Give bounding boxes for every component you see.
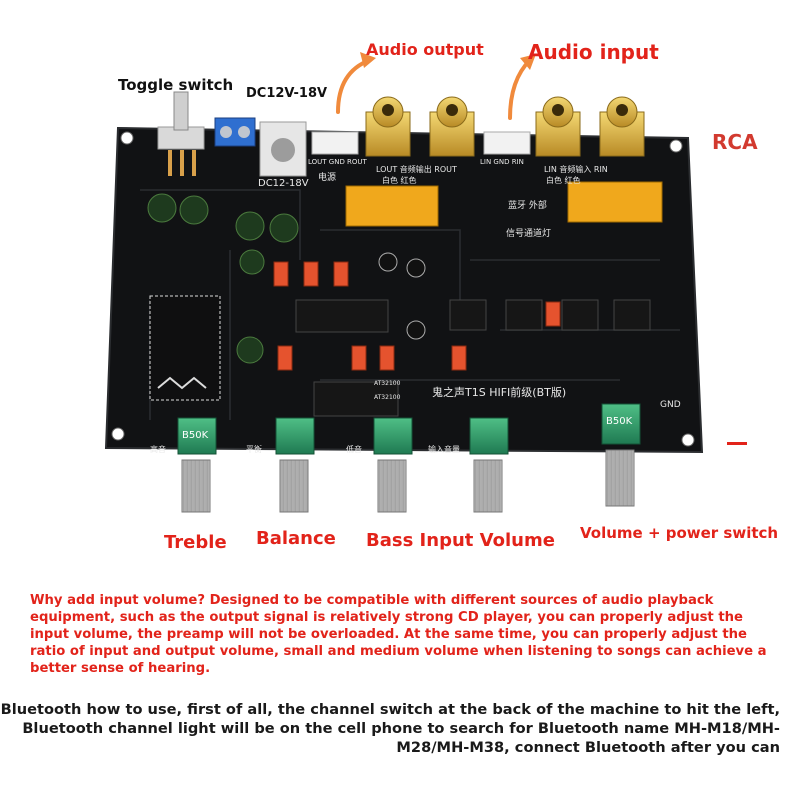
bass-input-volume-label: Bass Input Volume: [366, 530, 555, 551]
pot-silk-treble: 高音: [150, 445, 166, 454]
red-dash-marker: [727, 442, 747, 445]
white-red-left: 白色 红色: [382, 176, 417, 185]
audio-arrows: [336, 58, 532, 120]
in-jack-silk: LIN GND RIN: [480, 158, 524, 166]
pot-label-left: B50K: [182, 430, 209, 441]
relay-right: [567, 181, 663, 223]
audio-input-label: Audio input: [528, 40, 659, 64]
potentiometers: [177, 403, 641, 513]
board-title-silk: 鬼之声T1S HIFI前级(BT版): [432, 386, 567, 399]
power-silk-text: 电源: [318, 173, 337, 183]
pot-silk-input-volume: 输入音量: [428, 445, 460, 454]
balance-label: Balance: [256, 528, 336, 549]
volume-power-switch-label: Volume + power switch: [580, 524, 779, 542]
input-jack-connector: [483, 131, 531, 155]
input-volume-explanation: Why add input volume? Designed to be com…: [30, 593, 767, 676]
toggle-switch: [157, 91, 205, 176]
white-red-right: 白色 红色: [546, 176, 581, 185]
capacitors: [147, 193, 426, 364]
lout-silk-text: LOUT 音频输出 ROUT: [376, 165, 457, 174]
terminal-block: [214, 117, 256, 147]
bt-ext-silk: 蓝牙 外部: [508, 201, 547, 211]
signal-light-silk: 信号通道灯: [506, 229, 552, 239]
treble-label: Treble: [164, 532, 227, 553]
dc-jack: [259, 121, 307, 177]
pot-silk-bass: 低音: [346, 445, 362, 454]
gnd-silk: GND: [660, 400, 681, 410]
ic-chips: [295, 299, 651, 417]
chip1-silk: AT32100: [374, 380, 401, 387]
pot-silk-balance: 平衡: [246, 445, 262, 454]
dc-silk-text: DC12-18V: [258, 178, 309, 189]
dc-voltage-label: DC12V-18V: [246, 86, 328, 101]
output-jack-connector: [311, 131, 359, 155]
rca-jacks: [365, 96, 645, 157]
pot-label-right: B50K: [606, 416, 633, 427]
bluetooth-module: [149, 295, 221, 401]
toggle-switch-label: Toggle switch: [118, 76, 234, 94]
rca-label: RCA: [712, 130, 758, 154]
bluetooth-instructions: Bluetooth how to use, first of all, the …: [0, 701, 780, 756]
arrow-head-output: [360, 52, 376, 68]
audio-output-label: Audio output: [366, 40, 484, 59]
out-jack-silk: LOUT GND ROUT: [308, 158, 367, 166]
chip2-silk: AT32100: [374, 394, 401, 401]
relay-left: [345, 185, 439, 227]
film-capacitors: [273, 261, 561, 371]
lin-silk-text: LIN 音频输入 RIN: [544, 165, 608, 174]
arrow-head-input: [520, 54, 536, 70]
